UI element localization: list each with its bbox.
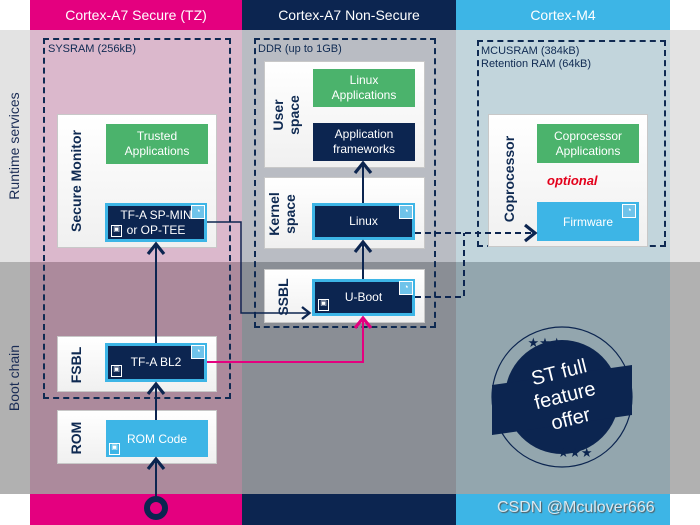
svg-text:★★★: ★★★ xyxy=(528,335,563,350)
linux-applications-box: Linux Applications xyxy=(313,69,415,107)
ddr-region xyxy=(254,38,436,328)
sysram-region xyxy=(43,38,231,399)
arrow-bl2-to-uboot xyxy=(207,315,373,363)
tfa-bl2-label: TF-A BL2 xyxy=(130,355,182,369)
footer-nonsecure xyxy=(242,494,456,525)
lock-icon: ▣ xyxy=(318,299,329,311)
st-badge-icon: ◔ xyxy=(399,281,413,295)
footer-secure xyxy=(30,494,242,525)
st-badge-icon: ◔ xyxy=(191,205,205,219)
application-frameworks-box[interactable]: Application frameworks xyxy=(313,123,415,161)
trusted-applications-box: Trusted Applications xyxy=(106,124,208,164)
column-header-nonsecure: Cortex-A7 Non-Secure xyxy=(242,0,456,30)
svg-text:★★★: ★★★ xyxy=(558,445,593,460)
firmware-label: Firmware xyxy=(563,214,613,229)
sysram-label: SYSRAM (256kB) xyxy=(48,43,137,55)
coprocessor-applications-box: Coprocessor Applications xyxy=(537,124,639,163)
boot-start-icon xyxy=(144,496,168,520)
st-full-feature-stamp: ★★★ ★★★ ST full feature offer xyxy=(490,325,635,470)
retention-label: Retention RAM (64kB) xyxy=(481,58,592,70)
column-header-secure: Cortex-A7 Secure (TZ) xyxy=(30,0,242,30)
tfa-bl2-box[interactable]: TF-A BL2 ◔ ▣ xyxy=(105,343,207,382)
ddr-label: DDR (up to 1GB) xyxy=(258,43,342,55)
linux-kernel-label: Linux xyxy=(349,214,378,228)
optional-label: optional xyxy=(547,173,598,188)
uboot-box[interactable]: U-Boot ◔ ▣ xyxy=(312,279,415,316)
mcusram-label: MCUSRAM (384kB) xyxy=(481,45,580,57)
st-badge-icon: ◔ xyxy=(622,204,636,218)
column-header-m4: Cortex-M4 xyxy=(456,0,670,30)
stamp-graphic: ★★★ ★★★ xyxy=(491,326,633,468)
st-badge-icon: ◔ xyxy=(191,345,205,359)
rom-code-label: ROM Code xyxy=(126,431,188,446)
lock-icon: ▣ xyxy=(109,443,120,455)
tfa-spmin-line1: TF-A SP-MIN xyxy=(120,207,192,222)
arrow-uboot-to-firmware xyxy=(415,233,465,298)
rom-code-box[interactable]: ROM Code ▣ xyxy=(106,420,208,457)
lock-icon: ▣ xyxy=(111,225,122,237)
footer-m4 xyxy=(456,494,670,525)
st-badge-icon: ◔ xyxy=(399,205,413,219)
tfa-spmin-line2: or OP-TEE xyxy=(126,222,186,237)
uboot-label: U-Boot xyxy=(344,290,383,304)
firmware-box[interactable]: Firmware ◔ xyxy=(537,202,639,241)
tfa-spmin-box[interactable]: TF-A SP-MIN or OP-TEE ◔ ▣ xyxy=(105,203,207,242)
lock-icon: ▣ xyxy=(111,365,122,377)
arrow-spmin-to-uboot xyxy=(207,221,312,320)
linux-kernel-box[interactable]: Linux ◔ xyxy=(312,203,415,240)
watermark: CSDN @Mculover666 xyxy=(497,499,655,516)
